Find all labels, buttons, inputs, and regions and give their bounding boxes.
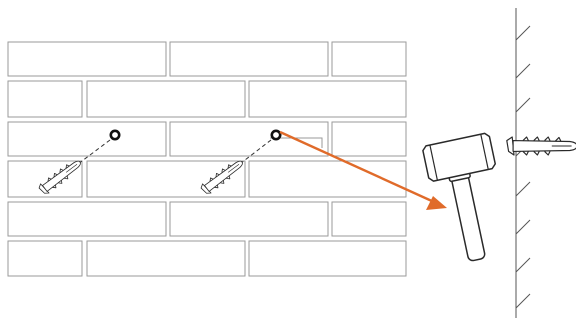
- wall-plug-icon: [37, 156, 85, 197]
- drill-hole-middle: [270, 129, 282, 141]
- alignment-guide-left: [69, 139, 111, 171]
- direction-arrow: [279, 130, 447, 210]
- wall-plug-icon: [199, 156, 247, 197]
- hammer-handle: [451, 174, 486, 262]
- hammer-head: [422, 132, 496, 182]
- wall-plug-icon: [506, 136, 576, 156]
- wall-cross-section-icon: [515, 8, 531, 318]
- drill-hole-icon: [270, 129, 282, 141]
- alignment-guide-middle: [231, 139, 272, 171]
- arrow-head: [426, 196, 447, 210]
- brick-wall: [7, 41, 407, 277]
- direction-arrow-icon: [279, 130, 435, 204]
- drill-hole-left: [109, 129, 121, 141]
- drill-hole-icon: [109, 129, 121, 141]
- hammer-icon: [422, 132, 496, 262]
